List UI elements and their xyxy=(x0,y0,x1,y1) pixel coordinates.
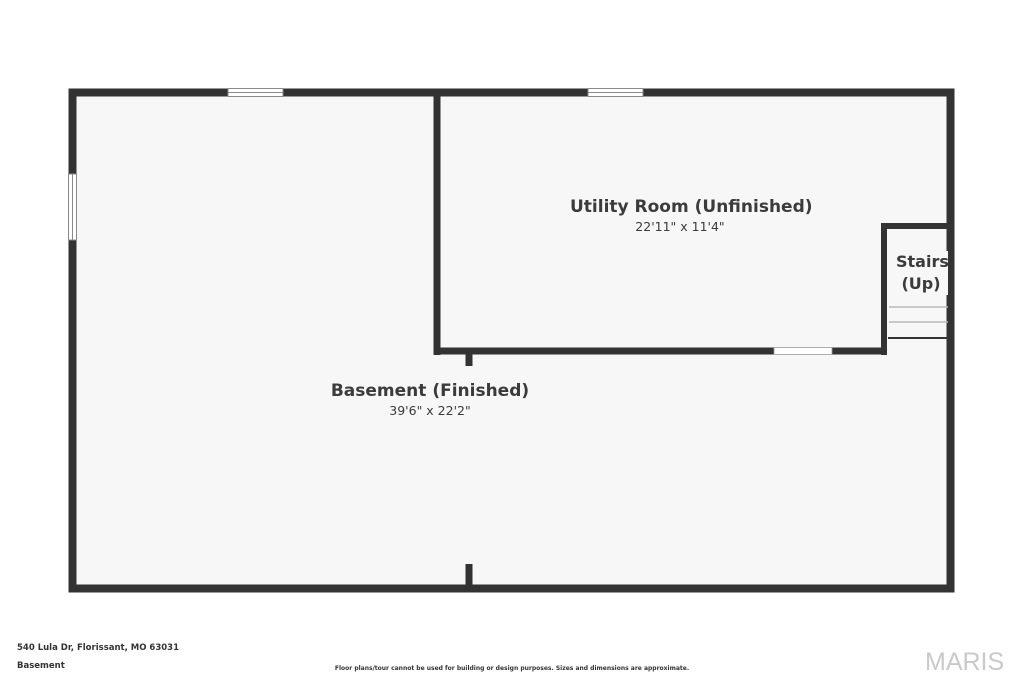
stairs-label: Stairs (Up) xyxy=(894,251,949,295)
disclaimer-text: Floor plans/tour cannot be used for buil… xyxy=(334,665,690,672)
window-left xyxy=(68,173,77,241)
utility-room-dimensions: 22'11" x 11'4" xyxy=(635,219,725,234)
stair-treads xyxy=(889,306,948,323)
stairs-label-line1: Stairs xyxy=(896,252,949,271)
floor-area xyxy=(73,92,951,588)
maris-logo: MARIS xyxy=(925,648,1005,676)
window-top-right xyxy=(587,88,644,97)
property-address: 540 Lula Dr, Florissant, MO 63031 xyxy=(17,643,180,653)
floor-level-label: Basement xyxy=(17,661,65,671)
window-top-left xyxy=(227,88,284,97)
basement-label: Basement (Finished) xyxy=(330,381,530,401)
utility-doorway xyxy=(773,347,833,355)
outer-wall xyxy=(68,88,955,593)
utility-room-label: Utility Room (Unfinished) xyxy=(570,197,813,217)
stairs-label-line2: (Up) xyxy=(901,274,941,293)
basement-dimensions: 39'6" x 22'2" xyxy=(389,403,471,418)
